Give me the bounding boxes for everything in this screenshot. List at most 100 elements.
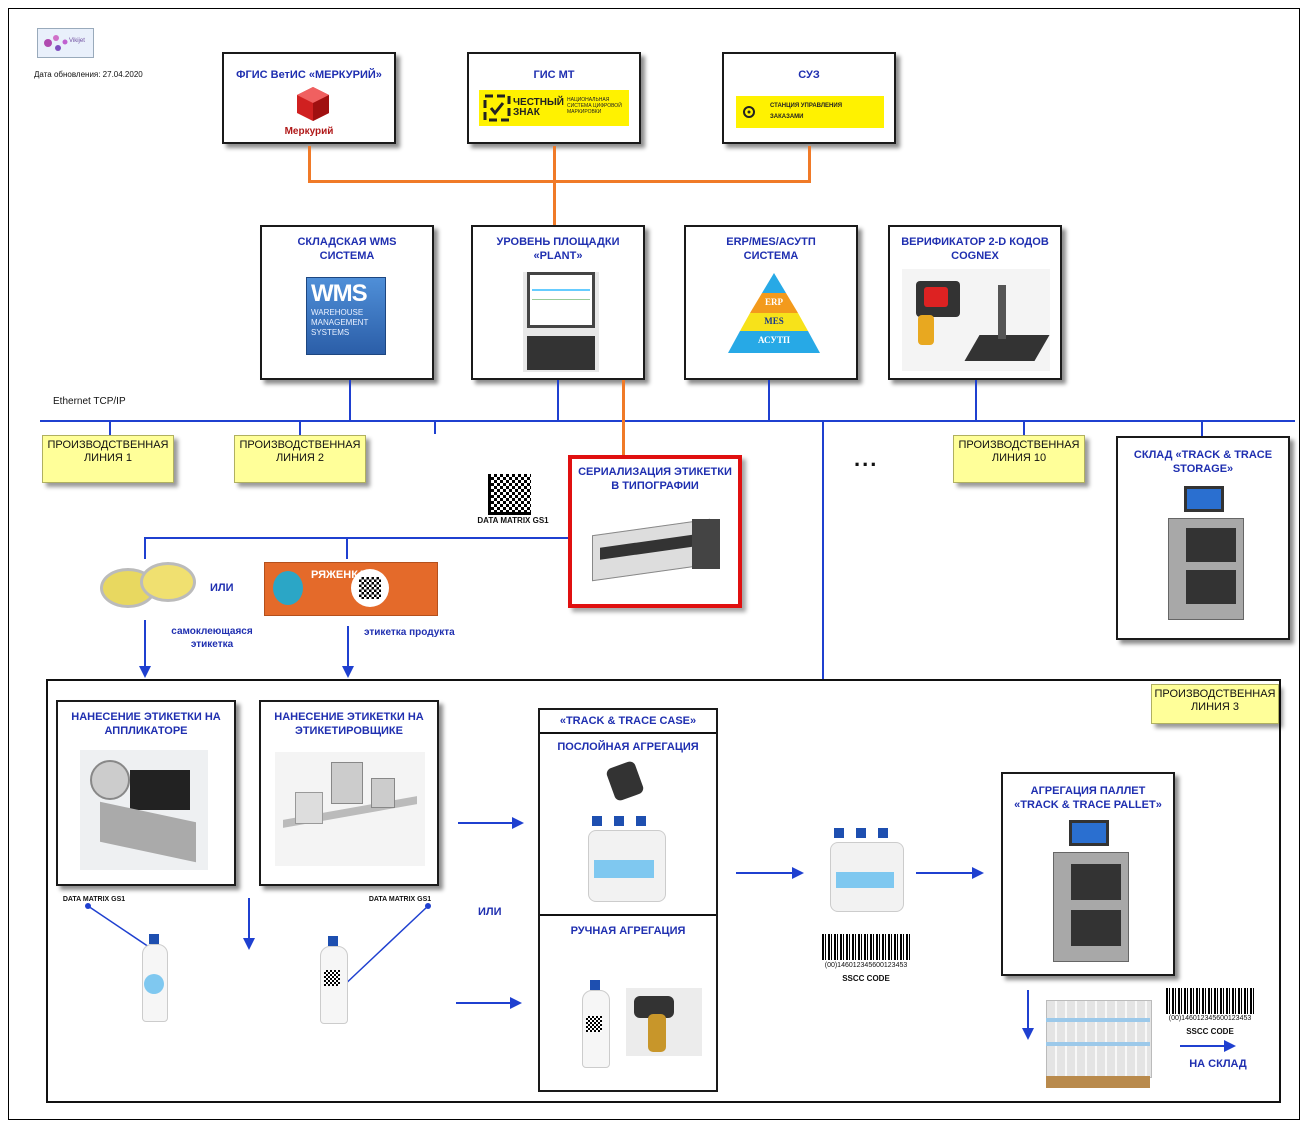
arrow-right-icon [736,867,804,879]
sscc-number-2: (00)146012345600123453 [1168,1015,1252,1022]
orange-link [553,146,556,182]
wms-box: СКЛАДСКАЯ WMS СИСТЕМА WMS WAREHOUSE MANA… [260,225,434,380]
molecule-icon [44,35,68,51]
outer-frame [8,8,1300,1120]
wms-logo: WMS WAREHOUSE MANAGEMENT SYSTEMS [306,277,386,355]
plant-box: УРОВЕНЬ ПЛОЩАДКИ «PLANT» [471,225,645,380]
applicator-image [80,750,208,870]
erp-level-mes: MES [764,316,784,326]
serialization-box: СЕРИАЛИЗАЦИЯ ЭТИКЕТКИ В ТИПОГРАФИИ [568,455,742,608]
pointer-line [85,903,153,950]
sscc-number-1: (00)146012345600123453 [824,962,908,969]
arrow-down-icon [139,620,151,678]
or-label-1: ИЛИ [210,582,234,594]
company-logo: Vikijet [37,28,94,58]
chestny-znak-logo: ЧЕСТНЫЙ ЗНАК НАЦИОНАЛЬНАЯ СИСТЕМА ЦИФРОВ… [479,90,629,126]
ethernet-label: Ethernet TCP/IP [53,396,126,407]
pallet-title: АГРЕГАЦИЯ ПАЛЛЕТ «TRACK & TRACE PALLET» [1014,785,1162,811]
more-lines-ellipsis: ... [854,446,879,471]
logo-text: Vikijet [69,38,85,44]
product-label-caption: этикетка продукта [364,627,455,638]
orange-link [308,146,311,182]
pack-image [826,828,906,912]
line-1-note: ПРОИЗВОДСТВЕННАЯ ЛИНИЯ 1 [42,435,174,483]
plant-computer-image [523,272,599,372]
wms-logo-big: WMS [311,280,368,307]
znak-logo-big: ЧЕСТНЫЙ ЗНАК [513,97,564,118]
mercury-title: ФГИС ВетИС «МЕРКУРИЙ» [236,69,382,81]
cognex-scanner-image [902,269,1050,371]
suz-logo: СТАНЦИЯ УПРАВЛЕНИЯ ЗАКАЗАМИ [736,96,884,128]
mercury-box: ФГИС ВетИС «МЕРКУРИЙ» Меркурий [222,52,396,144]
arrow-right-icon [1180,1040,1236,1052]
erp-level-erp: ERP [765,297,783,307]
bottle-image [140,934,168,1022]
applicator-title: НАНЕСЕНИЕ ЭТИКЕТКИ НА АППЛИКАТОРЕ [71,711,221,737]
erp-title: ERP/MES/АСУТП СИСТЕМА [726,236,816,262]
line-3-note: ПРОИЗВОДСТВЕННАЯ ЛИНИЯ 3 [1151,684,1279,724]
bus-drop [434,420,436,434]
suz-title: СУЗ [798,69,820,81]
label-feed-line [144,537,568,539]
sscc-caption-2: SSCC CODE [1186,1027,1234,1036]
plant-title: УРОВЕНЬ ПЛОЩАДКИ «PLANT» [496,236,620,262]
gear-icon [743,106,755,118]
applicator-box: НАНЕСЕНИЕ ЭТИКЕТКИ НА АППЛИКАТОРЕ [56,700,236,886]
bus-drop [349,380,351,421]
scanner-image [605,759,645,803]
serialization-title: СЕРИАЛИЗАЦИЯ ЭТИКЕТКИ В ТИПОГРАФИИ [578,466,732,492]
to-warehouse-label: НА СКЛАД [1189,1058,1247,1070]
labeler-image [275,752,425,866]
datamatrix-code [488,474,531,515]
storage-box: СКЛАД «TRACK & TRACE STORAGE» [1116,436,1290,640]
pallet-box: АГРЕГАЦИЯ ПАЛЛЕТ «TRACK & TRACE PALLET» [1001,772,1175,976]
bus-drop [1023,420,1025,436]
orange-link [808,146,811,182]
track-case-header: «TRACK & TRACE CASE» [559,715,697,727]
erp-box: ERP/MES/АСУТП СИСТЕМА ERP MES АСУТП [684,225,858,380]
orange-link [622,380,625,456]
erp-pyramid [728,273,820,353]
track-case-box: «TRACK & TRACE CASE» ПОСЛОЙНАЯ АГРЕГАЦИЯ… [538,708,718,1092]
arrow-down-icon [342,626,354,678]
bus-trunk-to-line3 [822,420,824,680]
znak-logo-small: НАЦИОНАЛЬНАЯ СИСТЕМА ЦИФРОВОЙ МАРКИРОВКИ [567,97,622,115]
arrow-right-icon [916,867,984,879]
suz-logo-text: СТАНЦИЯ УПРАВЛЕНИЯ ЗАКАЗАМИ [770,103,843,120]
line-3-frame [46,679,1281,1103]
cognex-box: ВЕРИФИКАТОР 2-D КОДОВ COGNEX [888,225,1062,380]
sscc-barcode-1 [822,934,910,960]
gis-mt-title: ГИС МТ [533,69,575,81]
wms-title: СКЛАДСКАЯ WMS СИСТЕМА [297,236,397,262]
wms-logo-small: WAREHOUSE MANAGEMENT SYSTEMS [311,308,369,337]
or-label-2: ИЛИ [478,906,502,918]
manual-aggregation-title: РУЧНАЯ АГРЕГАЦИЯ [570,925,686,937]
storage-station-image [1158,486,1252,630]
manual-bottle-image [580,980,610,1068]
printer-image [592,517,720,583]
erp-level-asutp: АСУТП [757,335,791,345]
orange-link [308,180,811,183]
sscc-caption-1: SSCC CODE [842,974,890,983]
bus-drop [299,420,301,436]
suz-box: СУЗ СТАНЦИЯ УПРАВЛЕНИЯ ЗАКАЗАМИ [722,52,896,144]
znak-check-icon [483,94,511,122]
bus-drop [975,380,977,421]
applicator-dm-label: DATA MATRIX GS1 [62,896,126,903]
pallet-station-image [1043,820,1137,968]
datamatrix-label: DATA MATRIX GS1 [477,516,549,525]
bus-drop [109,420,111,436]
bottle-with-code-image [318,936,348,1024]
bus-drop [557,380,559,421]
cognex-title: ВЕРИФИКАТОР 2-D КОДОВ COGNEX [901,236,1049,262]
labeler-title: НАНЕСЕНИЕ ЭТИКЕТКИ НА ЭТИКЕТИРОВЩИКЕ [274,711,424,737]
ethernet-bus [40,420,1295,422]
labeler-box: НАНЕСЕНИЕ ЭТИКЕТКИ НА ЭТИКЕТИРОВЩИКЕ [259,700,439,886]
product-label-name: РЯЖЕНКА [311,569,366,581]
mercury-caption: Меркурий [284,126,334,137]
product-label-image: РЯЖЕНКА [264,562,438,616]
labeler-dm-label: DATA MATRIX GS1 [368,896,432,903]
arrow-down-icon [243,898,255,950]
arrow-down-icon [1022,990,1034,1040]
